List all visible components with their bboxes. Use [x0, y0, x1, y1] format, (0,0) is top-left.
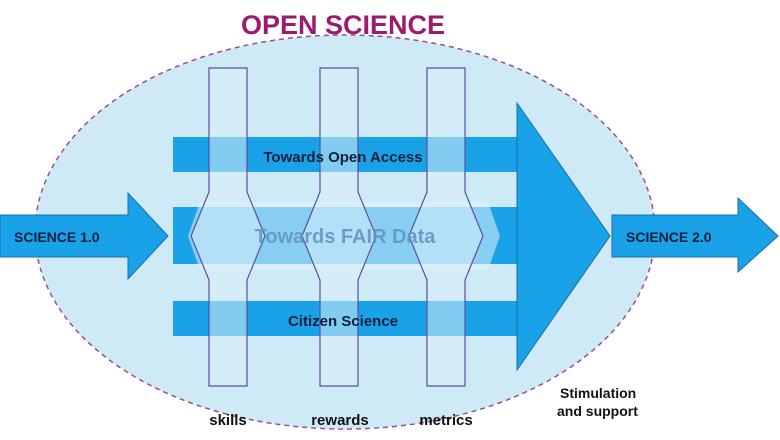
input-label: SCIENCE 1.0 — [14, 229, 100, 245]
pillar-metrics-label: metrics — [419, 412, 472, 429]
output-label: SCIENCE 2.0 — [626, 229, 712, 245]
big-arrow-head — [516, 101, 611, 372]
input-arrow — [0, 191, 169, 281]
track-citizen-science-label: Citizen Science — [288, 313, 398, 330]
stimulation-caption-line2: and support — [557, 403, 638, 419]
diagram-title: OPEN SCIENCE — [241, 10, 445, 40]
track-open-access-label: Towards Open Access — [263, 149, 422, 166]
pillar-metrics — [408, 67, 484, 387]
output-arrow — [611, 196, 779, 274]
pillar-rewards — [301, 67, 377, 387]
stimulation-caption-line1: Stimulation — [560, 385, 636, 401]
pillar-rewards-label: rewards — [311, 412, 369, 429]
track-fair-data-label: Towards FAIR Data — [255, 226, 437, 248]
pillar-skills — [190, 67, 266, 387]
pillar-skills-label: skills — [209, 412, 247, 429]
